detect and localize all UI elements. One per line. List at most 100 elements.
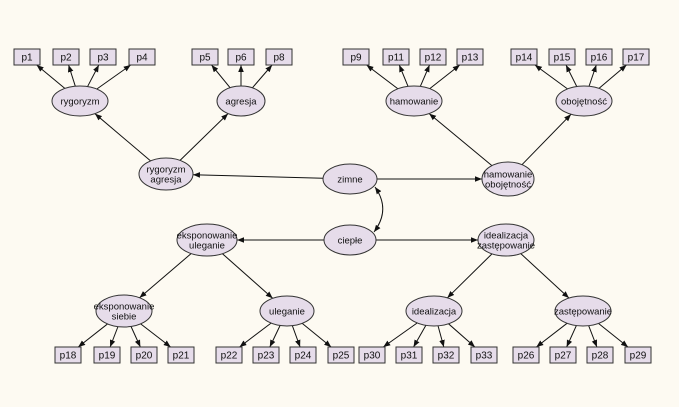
observed-variable-box xyxy=(342,48,370,66)
observed-variable-box xyxy=(191,48,219,66)
path-arrow-rygoryzm-to-p1 xyxy=(36,64,66,89)
observed-variable-label: p2 xyxy=(60,53,72,64)
latent-variable-label: siebie xyxy=(112,312,137,323)
latent-variable-ellipse xyxy=(138,157,194,191)
observed-variable: p21 xyxy=(167,346,195,364)
path-arrow-eksponowanie_siebie-to-p20 xyxy=(130,326,141,348)
observed-variable-box xyxy=(130,346,158,364)
path-arrow-zastepowanie-to-p27 xyxy=(566,325,577,348)
observed-variable: p4 xyxy=(128,48,156,66)
observed-variable: p15 xyxy=(548,48,576,66)
path-arrow-uleganie-to-p23 xyxy=(269,325,281,348)
observed-variable-box xyxy=(382,48,410,66)
observed-variable: p30 xyxy=(358,346,386,364)
observed-variable-label: p27 xyxy=(555,351,572,362)
path-arrow-idealizacja_zastepowanie-to-zastepowanie xyxy=(520,253,570,299)
observed-variable: p1 xyxy=(13,48,41,66)
observed-variable: p17 xyxy=(622,48,650,66)
latent-variable-ellipse xyxy=(554,295,612,327)
observed-variable-label: p4 xyxy=(136,53,148,64)
latent-variable-rygoryzm: rygoryzm xyxy=(51,85,109,117)
latent-variable-label: hamowanie xyxy=(390,97,439,108)
observed-variable-box xyxy=(419,48,447,66)
latent-variable-label: rygoryzm xyxy=(60,97,99,108)
observed-variable-box xyxy=(622,48,650,66)
latent-variable-cieple: ciepłe xyxy=(323,224,377,256)
path-arrow-eksponowanie_siebie-to-p19 xyxy=(109,326,119,348)
latent-variable-obojetnosc: obojętność xyxy=(555,85,613,117)
observed-variable-box xyxy=(215,346,243,364)
observed-variable-box xyxy=(512,346,540,364)
path-arrow-hamowanie-to-p13 xyxy=(429,64,461,89)
latent-variable-label: uleganie xyxy=(189,241,225,252)
observed-variable-box xyxy=(510,48,538,66)
observed-variable-box xyxy=(52,48,80,66)
observed-variable: p6 xyxy=(227,48,255,66)
observed-variable-label: p12 xyxy=(425,53,442,64)
latent-variable-ellipse xyxy=(95,294,153,328)
latent-variable-label: hamowanie xyxy=(484,170,533,181)
observed-variable-label: p29 xyxy=(630,351,647,362)
path-arrow-eksponowanie_siebie-to-p21 xyxy=(140,323,171,348)
latent-variable-label: zimne xyxy=(337,175,362,186)
latent-variable-label: obojętność xyxy=(485,180,531,191)
observed-variable-box xyxy=(289,346,317,364)
observed-variable-box xyxy=(128,48,156,66)
observed-variable-label: p9 xyxy=(350,53,362,64)
latent-variable-zastepowanie: zastępowanie xyxy=(554,295,612,327)
observed-variable-label: p3 xyxy=(97,53,109,64)
observed-variable: p32 xyxy=(432,346,460,364)
observed-variable-box xyxy=(586,346,614,364)
path-arrow-obojetnosc-to-p16 xyxy=(588,64,597,87)
path-arrow-uleganie-to-p22 xyxy=(239,322,272,348)
path-arrow-zimne-to-rygoryzm_agresja xyxy=(192,172,324,179)
observed-variable-label: p23 xyxy=(258,351,275,362)
latent-variable-label: rygoryzm xyxy=(146,165,185,176)
observed-variable-label: p8 xyxy=(273,53,285,64)
path-arrow-obojetnosc-to-p15 xyxy=(565,64,578,87)
path-arrow-eksponowanie_uleganie-to-eksponowanie_siebie xyxy=(139,253,192,299)
observed-variable-box xyxy=(624,346,652,364)
latent-variable-ellipse xyxy=(176,223,238,257)
observed-variable-box xyxy=(549,346,577,364)
observed-variable-box xyxy=(358,346,386,364)
path-arrow-hamowanie_obojetnosc-to-hamowanie xyxy=(428,113,493,167)
path-arrow-zastepowanie-to-p26 xyxy=(536,322,568,348)
latent-variable-ellipse xyxy=(477,223,535,257)
latent-variable-label: eksponowanie xyxy=(94,302,155,313)
latent-variable-ellipse xyxy=(481,161,535,197)
observed-variable: p2 xyxy=(52,48,80,66)
observed-variable-box xyxy=(456,48,484,66)
path-arrow-agresja-to-p5 xyxy=(211,64,231,88)
latent-variable-label: idealizacja xyxy=(412,307,457,318)
latent-variable-label: ciepłe xyxy=(338,236,363,247)
path-arrow-hamowanie-to-p9 xyxy=(366,64,399,90)
observed-variable: p9 xyxy=(342,48,370,66)
path-arrow-idealizacja-to-p31 xyxy=(413,325,427,348)
observed-variable: p29 xyxy=(624,346,652,364)
path-arrow-zastepowanie-to-p28 xyxy=(588,325,598,348)
observed-variable-box xyxy=(13,48,41,66)
observed-variable: p3 xyxy=(89,48,117,66)
covariance-arrows xyxy=(373,186,384,233)
observed-variable-label: p31 xyxy=(401,351,418,362)
latent-variable-ellipse xyxy=(322,163,378,195)
latent-variable-idealizacja: idealizacja xyxy=(405,295,463,327)
observed-variable-label: p17 xyxy=(628,53,645,64)
latent-variable-ellipse xyxy=(259,295,315,327)
observed-variable: p25 xyxy=(327,346,355,364)
observed-variable: p18 xyxy=(54,346,82,364)
path-arrow-idealizacja-to-p30 xyxy=(382,322,418,348)
latent-variable-hamowanie: hamowanie xyxy=(385,85,443,117)
latent-variable-ellipse xyxy=(216,85,266,117)
path-arrow-eksponowanie_siebie-to-p18 xyxy=(77,323,108,348)
latent-variable-ellipse xyxy=(555,85,613,117)
observed-variable: p14 xyxy=(510,48,538,66)
